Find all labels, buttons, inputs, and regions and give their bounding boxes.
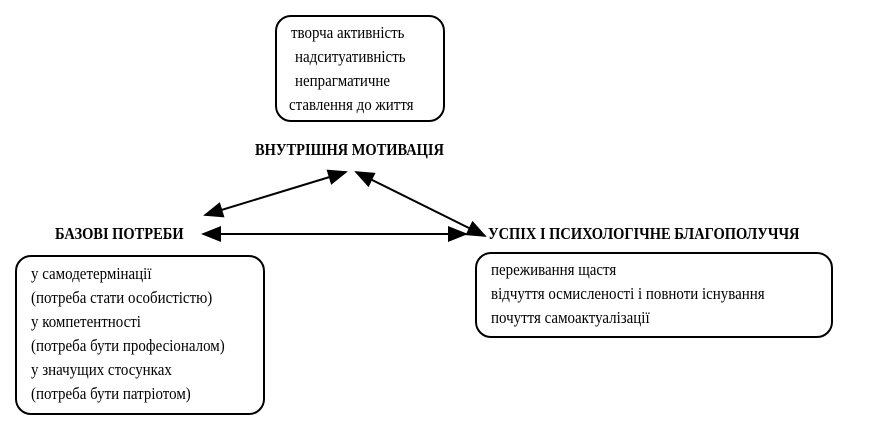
list-item: у самодетермінації [31, 264, 152, 283]
intrinsic-box: творча активність надситуативність непра… [275, 15, 445, 122]
needs-box: у самодетермінації (потреба стати особис… [15, 255, 265, 415]
list-item: відчуття осмисленості і повноти існуванн… [491, 284, 765, 303]
list-item: у значущих стосунках [31, 360, 172, 379]
success-box: переживання щастя відчуття осмисленості … [475, 252, 833, 338]
list-item: переживання щастя [491, 260, 617, 279]
arrow-needs-motivation [203, 169, 348, 218]
list-item: у компетентності [31, 312, 141, 331]
list-item: (потреба бути професіоналом) [31, 336, 225, 355]
list-item: (потреба бути патріотом) [31, 384, 191, 403]
success-title: УСПІХ І ПСИХОЛОГІЧНЕ БЛАГОПОЛУЧЧЯ [488, 224, 800, 243]
list-item: непрагматичне [295, 71, 391, 90]
list-item: надситуативність [295, 47, 406, 66]
list-item: ставлення до життя [289, 95, 414, 114]
arrow-motivation-success [354, 171, 487, 237]
list-item: творча активність [291, 23, 405, 42]
needs-title: БАЗОВІ ПОТРЕБИ [55, 224, 184, 243]
list-item: (потреба стати особистістю) [31, 288, 213, 307]
list-item: почуття самоактуалізації [491, 308, 650, 327]
intrinsic-title: ВНУТРІШНЯ МОТИВАЦІЯ [255, 140, 444, 159]
